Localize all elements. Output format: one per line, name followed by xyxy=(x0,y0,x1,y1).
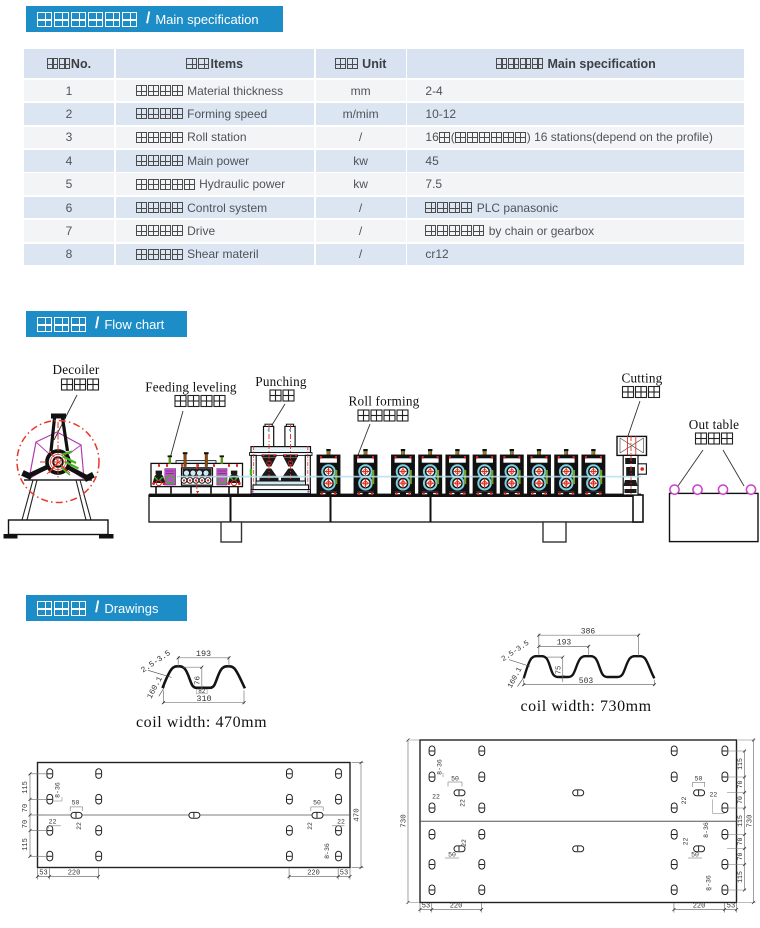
svg-text:193: 193 xyxy=(196,649,211,659)
svg-text:coil width: 730mm: coil width: 730mm xyxy=(521,698,652,715)
svg-text:730: 730 xyxy=(400,814,408,828)
svg-text:Decoiler: Decoiler xyxy=(53,362,100,377)
svg-text:8-36: 8-36 xyxy=(324,843,331,859)
svg-text:22: 22 xyxy=(307,822,314,830)
svg-text:Out table: Out table xyxy=(689,417,740,432)
svg-text:22: 22 xyxy=(460,799,467,807)
svg-text:8-36: 8-36 xyxy=(55,782,62,798)
svg-text:310: 310 xyxy=(196,694,211,704)
svg-text:75: 75 xyxy=(555,666,563,674)
svg-text:115: 115 xyxy=(737,758,744,770)
svg-text:70: 70 xyxy=(737,796,744,804)
svg-text:53: 53 xyxy=(727,903,735,911)
svg-text:22: 22 xyxy=(681,797,688,805)
svg-text:8-36: 8-36 xyxy=(706,875,713,891)
svg-text:220: 220 xyxy=(68,870,81,878)
svg-text:386: 386 xyxy=(581,627,596,636)
svg-text:Feeding leveling: Feeding leveling xyxy=(145,380,237,395)
svg-text:Cutting: Cutting xyxy=(622,371,663,386)
svg-text:53: 53 xyxy=(422,903,430,911)
svg-text:70: 70 xyxy=(737,853,744,861)
svg-text:50: 50 xyxy=(691,851,699,858)
svg-text:22: 22 xyxy=(461,839,468,847)
svg-text:220: 220 xyxy=(450,903,463,911)
svg-text:70: 70 xyxy=(22,820,30,828)
svg-text:8-36: 8-36 xyxy=(703,822,710,838)
svg-text:coil width: 470mm: coil width: 470mm xyxy=(136,714,267,731)
svg-text:220: 220 xyxy=(307,870,320,878)
svg-text:115: 115 xyxy=(22,838,30,851)
svg-text:70: 70 xyxy=(737,838,744,846)
svg-text:22: 22 xyxy=(49,818,57,825)
svg-text:8-36: 8-36 xyxy=(437,759,444,775)
svg-text:22: 22 xyxy=(76,822,83,830)
svg-text:Roll forming: Roll forming xyxy=(349,394,420,409)
svg-text:160.1: 160.1 xyxy=(507,666,525,690)
svg-text:22: 22 xyxy=(709,792,717,799)
svg-text:22: 22 xyxy=(432,793,440,800)
svg-text:Punching: Punching xyxy=(255,374,307,389)
svg-text:50: 50 xyxy=(72,799,80,806)
svg-text:503: 503 xyxy=(579,677,594,686)
svg-text:2.5-3.5: 2.5-3.5 xyxy=(140,649,173,675)
svg-text:50: 50 xyxy=(313,799,321,806)
svg-text:76: 76 xyxy=(194,676,202,686)
svg-text:2.5-3.5: 2.5-3.5 xyxy=(500,639,531,664)
svg-text:470: 470 xyxy=(353,808,361,822)
svg-text:115: 115 xyxy=(737,815,744,827)
svg-text:220: 220 xyxy=(693,903,706,911)
svg-text:22: 22 xyxy=(683,838,690,846)
svg-text:115: 115 xyxy=(22,781,30,794)
svg-text:730: 730 xyxy=(746,815,754,828)
svg-text:115: 115 xyxy=(737,871,744,883)
svg-text:70: 70 xyxy=(22,804,30,812)
svg-text:53: 53 xyxy=(39,870,47,878)
svg-text:53: 53 xyxy=(340,870,348,878)
svg-text:50: 50 xyxy=(695,776,703,783)
svg-text:193: 193 xyxy=(557,639,572,648)
svg-text:22: 22 xyxy=(337,818,345,825)
svg-text:82: 82 xyxy=(198,688,206,695)
svg-text:50: 50 xyxy=(448,851,456,858)
svg-text:70: 70 xyxy=(737,781,744,789)
svg-text:50: 50 xyxy=(451,775,459,782)
